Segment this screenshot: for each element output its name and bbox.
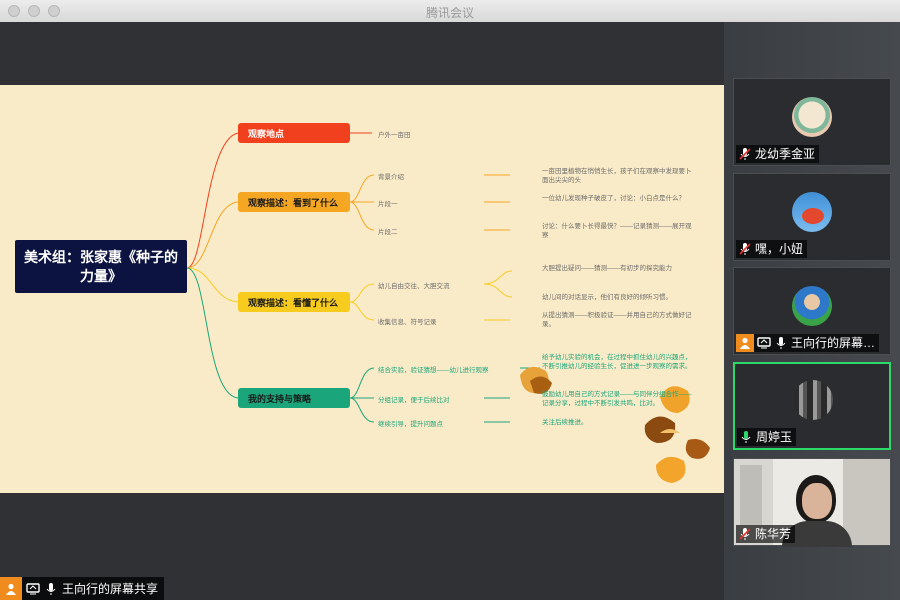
mindmap-sub: 背景介绍: [378, 174, 404, 181]
mindmap-root-node: 美术组：张家惠《种子的力量》: [15, 240, 187, 293]
branch-observation-location: 观察地点: [238, 123, 350, 143]
participant-label: 周婷玉: [737, 428, 797, 446]
participant-label: 陈华芳: [736, 525, 796, 543]
branch-label: 观察描述：看到了什么: [248, 197, 339, 208]
mindmap-detail: 一位幼儿发现种子破皮了，讨论：小白点是什么？: [542, 195, 685, 202]
mindmap-sub: 幼儿自由交往、大胆交流: [378, 283, 450, 290]
mindmap-sub: 收集信息、符号记录: [378, 319, 437, 326]
playground-avatar: [792, 286, 832, 326]
person-badge: [0, 577, 22, 600]
participant-label: 龙幼季金亚: [736, 145, 820, 163]
camera-video: [734, 459, 890, 547]
branch-what-seen: 观察描述：看到了什么: [238, 192, 350, 212]
mindmap-detail: 从提出猜测——积极验证——并用自己的方式做好记录。: [542, 312, 692, 328]
screen-share-icon: [757, 337, 771, 349]
person-icon: [6, 583, 16, 595]
seed-decoration: [520, 366, 710, 483]
branch-support-strategy: 我的支持与策略: [238, 388, 350, 408]
screen-share-label: 王向行的屏幕共享: [0, 577, 165, 600]
mindmap-detail: 幼儿间的对话显示，他们有良好的倾听习惯。: [542, 294, 672, 301]
mindmap-sub: 分组记录，便于后续比对: [378, 397, 450, 404]
participant-tile-active[interactable]: 周婷玉: [733, 362, 891, 450]
mic-muted-icon: [739, 243, 751, 255]
window-titlebar: 腾讯会议: [0, 0, 900, 23]
branch-label: 观察地点: [248, 128, 285, 139]
participant-name: 龙幼季金亚: [755, 147, 816, 161]
shared-slide: 美术组：张家惠《种子的力量》 观察地点 观察描述：看到了什么 观察描述：看懂了什…: [0, 85, 724, 493]
group-photo-avatar: [793, 380, 833, 420]
participant-tile[interactable]: 嘿，小妞: [733, 173, 891, 261]
branch-label: 观察描述：看懂了什么: [248, 297, 339, 308]
mindmap-sub: 结合实验，验证猜想——幼儿进行观察: [378, 367, 489, 374]
person-icon: [740, 337, 750, 349]
mindmap-connectors: [186, 132, 710, 483]
minimize-window-button[interactable]: [28, 5, 40, 17]
zoom-window-button[interactable]: [48, 5, 60, 17]
mic-icon: [46, 582, 56, 595]
mindmap-detail: 给予幼儿实验的机会，在过程中抓住幼儿的兴趣点，不断引推幼儿的经验生长，促进进一步…: [542, 354, 692, 370]
branch-label: 我的支持与策略: [248, 393, 312, 404]
mic-muted-icon: [739, 148, 751, 160]
mindmap-detail: 一亩田里植物在悄悄生长，孩子们在观察中发现要卜面出尖尖的头: [542, 168, 692, 184]
mindmap-detail: 关注后续推进。: [542, 419, 588, 426]
close-window-button[interactable]: [8, 5, 20, 17]
cartoon-avatar: [792, 97, 832, 137]
participant-name: 王向行的屏幕…: [791, 336, 876, 350]
window-title: 腾讯会议: [425, 6, 474, 20]
screen-share-owner: 王向行的屏幕共享: [62, 582, 159, 596]
mic-speaking-icon: [741, 431, 751, 443]
mindmap-detail: 大胆提出疑问——猜测——有初步的探究能力: [542, 265, 672, 272]
mindmap-sub: 片段一: [378, 201, 398, 208]
mindmap-sub: 片段二: [378, 229, 398, 236]
participant-tile[interactable]: 陈华芳: [733, 458, 891, 547]
branch-what-understood: 观察描述：看懂了什么: [238, 292, 350, 312]
participant-label: 王向行的屏幕…: [736, 334, 880, 352]
crab-avatar: [792, 192, 832, 232]
participant-name: 周婷玉: [756, 430, 793, 444]
mindmap-detail: 讨论：什么要卜长得最快？——记录猜测——展开观察: [542, 223, 692, 239]
mindmap-root-label: 美术组：张家惠《种子的力量》: [24, 248, 178, 284]
share-status-icon: [736, 334, 754, 352]
mic-icon: [776, 337, 786, 349]
participant-name: 嘿，小妞: [755, 242, 804, 256]
screen-share-icon: [26, 582, 40, 594]
mindmap-sub: 户外一亩田: [378, 132, 411, 139]
participant-tile[interactable]: 王向行的屏幕…: [733, 267, 891, 355]
participant-tile[interactable]: 龙幼季金亚: [733, 78, 891, 166]
mic-muted-icon: [739, 528, 751, 540]
participant-name: 陈华芳: [755, 527, 792, 541]
participant-label: 嘿，小妞: [736, 240, 808, 258]
mindmap-detail: 鼓励幼儿用自己的方式记录——与同伴分组合作——记录分享，过程中不断引发共鸣，比对…: [542, 391, 692, 407]
mindmap-sub: 继续引导，提升问题点: [378, 421, 443, 428]
